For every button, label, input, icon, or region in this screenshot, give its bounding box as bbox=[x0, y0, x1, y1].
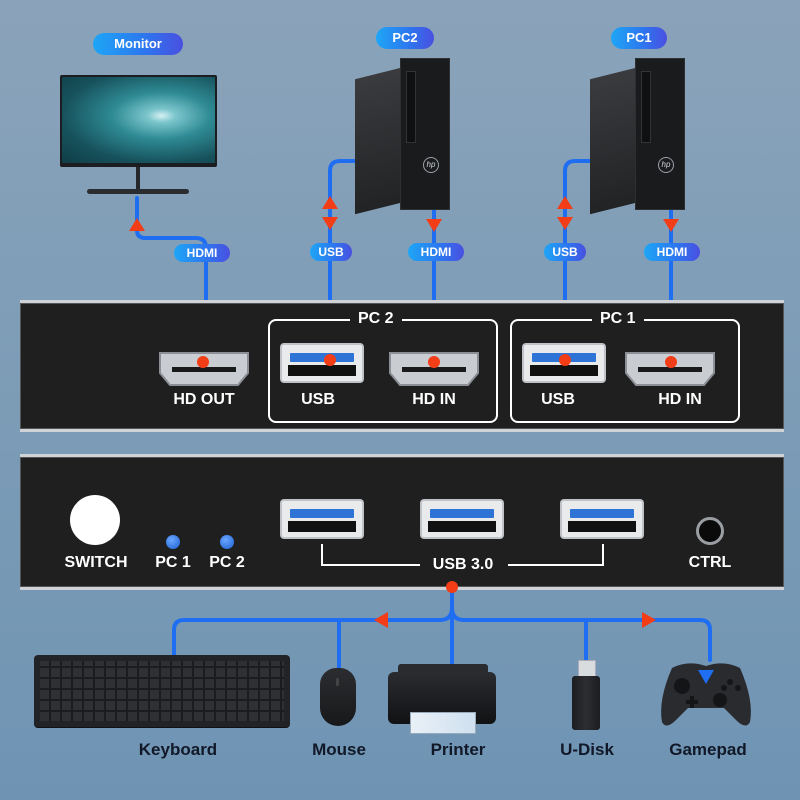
cable-label-pc2-hdmi: HDMI bbox=[408, 243, 464, 261]
monitor-bezel bbox=[60, 75, 217, 167]
pc1-usb-connection-dot bbox=[559, 354, 571, 366]
keyboard-label: Keyboard bbox=[138, 740, 218, 759]
hd-out-connection-dot bbox=[197, 356, 209, 368]
printer-paper bbox=[410, 712, 476, 734]
pc1-front: hp bbox=[635, 58, 685, 210]
cable-peripheral-bus bbox=[172, 607, 712, 662]
pc2-led-indicator bbox=[220, 535, 234, 549]
monitor-label-pill: Monitor bbox=[93, 33, 183, 55]
pc1-hd-in-port[interactable] bbox=[624, 351, 716, 387]
arrow-up-pc2-usb bbox=[322, 196, 338, 209]
pc2-usb-port[interactable] bbox=[280, 343, 364, 383]
mouse-icon bbox=[320, 668, 356, 726]
pc1-usb-label: USB bbox=[541, 391, 575, 408]
keyboard-keys bbox=[40, 661, 284, 721]
keyboard-icon bbox=[34, 655, 290, 727]
usb3-port-2[interactable] bbox=[420, 499, 504, 539]
ctrl-jack[interactable] bbox=[696, 517, 724, 545]
pc2-hd-in-connection-dot bbox=[428, 356, 440, 368]
usb3-port-3[interactable] bbox=[560, 499, 644, 539]
usb3-connection-dot bbox=[446, 581, 458, 593]
cable-label-pc1-hdmi: HDMI bbox=[644, 243, 700, 261]
gamepad-icon bbox=[661, 663, 751, 726]
cable-monitor-hdmi bbox=[135, 196, 208, 362]
pc1-side bbox=[590, 68, 635, 215]
cable-label-pc1-usb: USB bbox=[544, 243, 586, 261]
pc2-usb-connection-dot bbox=[324, 354, 336, 366]
arrow-down-pc2-usb bbox=[322, 217, 338, 230]
usb3-bracket bbox=[321, 544, 604, 566]
arrow-right-bus bbox=[642, 612, 656, 628]
monitor-screen bbox=[62, 77, 215, 163]
kvm-front-panel: SWITCH PC 1 PC 2 USB 3.0 CTRL bbox=[20, 454, 784, 593]
pc2-hd-in-port[interactable] bbox=[388, 351, 480, 387]
pc2-side bbox=[355, 68, 400, 215]
pc1-label-pill: PC1 bbox=[611, 27, 667, 49]
mouse-label: Mouse bbox=[312, 740, 366, 759]
usb3-port-1[interactable] bbox=[280, 499, 364, 539]
cable-pc1-usb bbox=[563, 159, 592, 362]
pc2-led-label: PC 2 bbox=[209, 554, 245, 571]
pc1-led-indicator bbox=[166, 535, 180, 549]
arrow-down-pc2-hdmi bbox=[426, 219, 442, 232]
pc2-hd-in-label: HD IN bbox=[412, 391, 456, 408]
monitor-icon bbox=[60, 75, 217, 200]
hd-out-port[interactable] bbox=[158, 351, 250, 387]
usb-drive-icon bbox=[572, 660, 602, 730]
pc2-group-title: PC 2 bbox=[350, 310, 402, 328]
monitor-stand-base bbox=[87, 189, 189, 194]
arrow-up-pc1-usb bbox=[557, 196, 573, 209]
cable-label-monitor-hdmi: HDMI bbox=[174, 244, 230, 262]
pc1-hd-in-connection-dot bbox=[665, 356, 677, 368]
switch-label: SWITCH bbox=[64, 554, 128, 571]
pc2-front: hp bbox=[400, 58, 450, 210]
pc1-group-title: PC 1 bbox=[592, 310, 644, 328]
pc1-desktop-tower-icon: hp bbox=[590, 58, 685, 215]
hd-out-label: HD OUT bbox=[173, 391, 235, 408]
arrow-down-pc1-usb bbox=[557, 217, 573, 230]
pc2-desktop-tower-icon: hp bbox=[355, 58, 450, 215]
arrow-down-pc1-hdmi bbox=[663, 219, 679, 232]
hp-logo-icon: hp bbox=[658, 157, 674, 173]
pc1-hd-in-label: HD IN bbox=[658, 391, 702, 408]
arrow-up-monitor bbox=[129, 218, 145, 231]
printer-label: Printer bbox=[430, 740, 486, 759]
arrow-left-bus bbox=[374, 612, 388, 628]
pc1-led-label: PC 1 bbox=[155, 554, 191, 571]
kvm-rear-panel: HD OUT PC 2 USB HD IN PC 1 USB HD IN bbox=[20, 300, 784, 432]
printer-icon bbox=[388, 664, 510, 736]
cable-pc2-usb bbox=[328, 159, 357, 362]
cable-label-pc2-usb: USB bbox=[310, 243, 352, 261]
pc2-usb-label: USB bbox=[301, 391, 335, 408]
pc2-label-pill: PC2 bbox=[376, 27, 434, 49]
usb3-group-label: USB 3.0 bbox=[432, 556, 494, 573]
udisk-label: U-Disk bbox=[560, 740, 614, 759]
hp-logo-icon: hp bbox=[423, 157, 439, 173]
ctrl-label: CTRL bbox=[688, 554, 732, 571]
switch-button[interactable] bbox=[70, 495, 120, 545]
monitor-stand-neck bbox=[136, 167, 140, 191]
gamepad-label: Gamepad bbox=[669, 740, 747, 759]
